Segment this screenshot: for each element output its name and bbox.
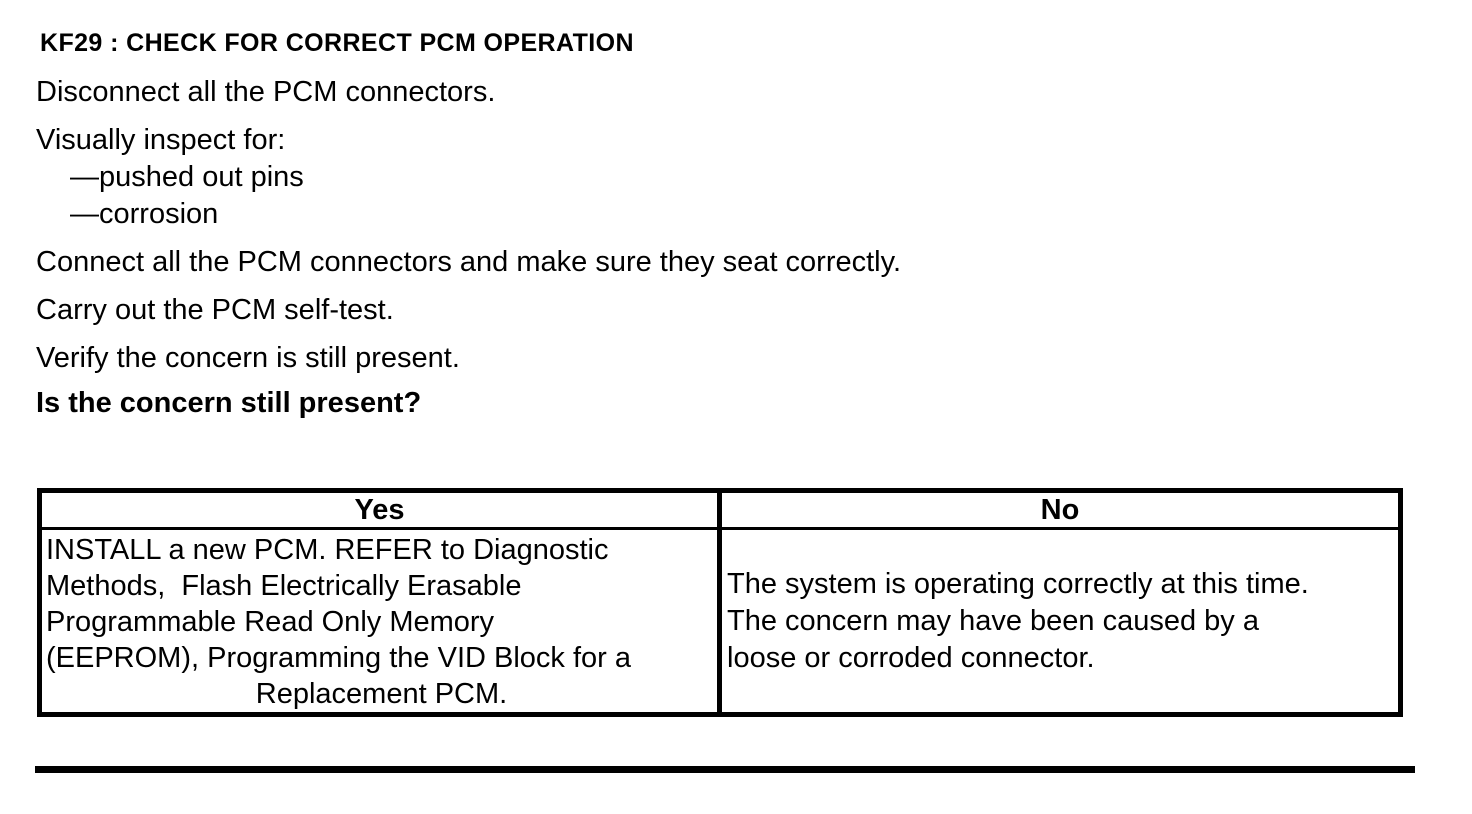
horizontal-divider [35,766,1415,773]
no-action-line: The system is operating correctly at thi… [727,567,1309,600]
procedure-heading: KF29 : CHECK FOR CORRECT PCM OPERATION [40,29,634,57]
yes-action-line: Replacement PCM. [255,678,508,710]
yes-column-header: Yes [42,493,722,530]
decision-table-body-row: INSTALL a new PCM. REFER to Diagnostic M… [42,530,1398,712]
decision-table: Yes No INSTALL a new PCM. REFER to Diagn… [37,488,1403,717]
inspection-list-item: —pushed out pins [70,161,304,193]
yes-action-line: Programmable Read Only Memory [46,606,495,638]
yes-action-line: Methods, Flash Electrically Erasable [46,570,522,602]
no-action-line: The concern may have been caused by a [727,604,1259,637]
no-action-cell: The system is operating correctly at thi… [722,530,1398,712]
yes-action-line: INSTALL a new PCM. REFER to Diagnostic [46,534,609,566]
instruction-verify: Verify the concern is still present. [36,342,460,374]
decision-question: Is the concern still present? [36,387,422,419]
instruction-disconnect: Disconnect all the PCM connectors. [36,76,496,108]
instruction-connect: Connect all the PCM connectors and make … [36,246,902,278]
no-column-header: No [722,493,1398,530]
instruction-selftest: Carry out the PCM self-test. [36,294,394,326]
yes-action-line: (EEPROM), Programming the VID Block for … [46,642,631,674]
yes-action-cell: INSTALL a new PCM. REFER to Diagnostic M… [42,530,722,712]
decision-table-header-row: Yes No [42,493,1398,530]
inspection-list-item: —corrosion [70,198,219,230]
no-action-line: loose or corroded connector. [727,641,1095,674]
instruction-inspect: Visually inspect for: [36,124,286,156]
